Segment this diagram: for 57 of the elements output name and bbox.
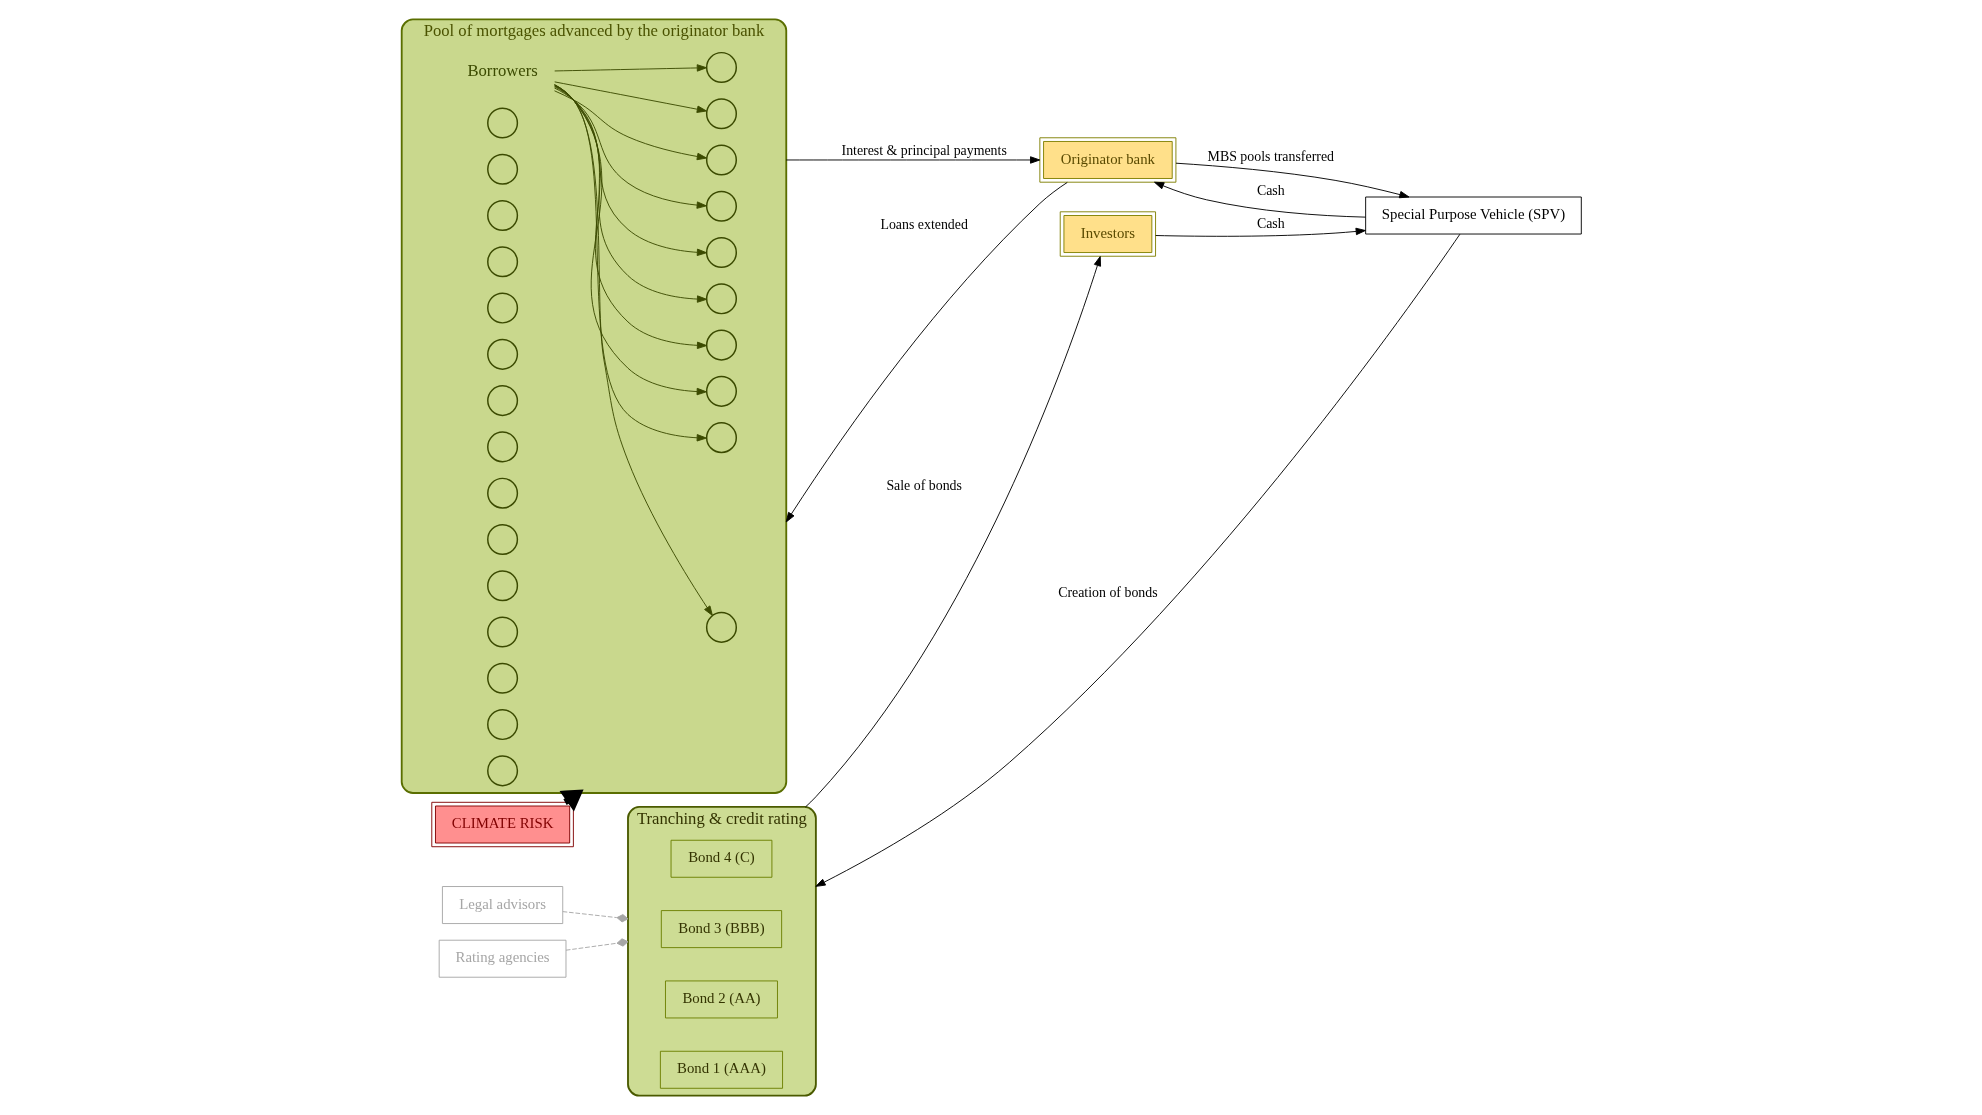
node-circle: [705, 329, 737, 361]
edge-label: Cash: [1256, 183, 1285, 199]
connector: [561, 911, 628, 923]
node-circle: [705, 237, 737, 269]
node-text: Borrowers: [466, 61, 538, 81]
node-circle: [486, 385, 518, 417]
node-circle: [705, 98, 737, 130]
node-circle: [705, 51, 737, 83]
arrow: [553, 84, 713, 616]
node-box: Bond 3 (BBB): [660, 910, 782, 949]
node-box: CLIMATE RISK: [430, 801, 574, 848]
node-circle: [486, 107, 518, 139]
node-box: Legal advisors: [441, 886, 563, 924]
node-box: Special Purpose Vehicle (SPV): [1364, 196, 1582, 235]
node-circle: [486, 292, 518, 324]
node-circle: [486, 153, 518, 185]
node-circle: [705, 144, 737, 176]
arrow: [553, 64, 707, 72]
node-circle: [486, 338, 518, 370]
node-circle: [705, 375, 737, 407]
node-box: Rating agencies: [438, 939, 566, 978]
node-circle: [486, 616, 518, 648]
node-circle: [705, 422, 737, 454]
node-circle: [705, 611, 737, 643]
node-box: Bond 4 (C): [670, 839, 772, 878]
edge-label: Loans extended: [879, 217, 968, 233]
edge-label: Creation of bonds: [1057, 584, 1158, 600]
node-circle: [705, 283, 737, 315]
node-circle: [486, 709, 518, 741]
node-circle: [486, 431, 518, 463]
edge-label: Interest & principal payments: [841, 143, 1007, 159]
arrow: [553, 85, 707, 303]
arrow: [1154, 227, 1366, 237]
node-circle: [486, 755, 518, 787]
node-circle: [486, 570, 518, 602]
node-circle: [486, 246, 518, 278]
node-circle: [486, 523, 518, 555]
arrow: [553, 86, 707, 257]
arrow: [785, 181, 1068, 523]
arrow: [814, 233, 1460, 887]
arrow: [553, 90, 707, 161]
arrow: [804, 256, 1101, 808]
node-circle: [705, 190, 737, 222]
arrow: [1175, 162, 1409, 199]
node-box: Bond 2 (AA): [664, 980, 778, 1019]
edge-label: Cash: [1256, 216, 1285, 232]
node-box: Bond 1 (AAA): [659, 1050, 783, 1089]
arrow: [553, 87, 707, 209]
node-circle: [486, 477, 518, 509]
node-circle: [486, 662, 518, 694]
edge-label: MBS pools transferred: [1207, 148, 1334, 164]
connector: [565, 938, 628, 951]
arrow: [785, 156, 1040, 164]
arrow: [553, 81, 707, 113]
edge-label: Sale of bonds: [885, 478, 962, 494]
node-circle: [486, 199, 518, 232]
arrow: [1153, 181, 1366, 218]
